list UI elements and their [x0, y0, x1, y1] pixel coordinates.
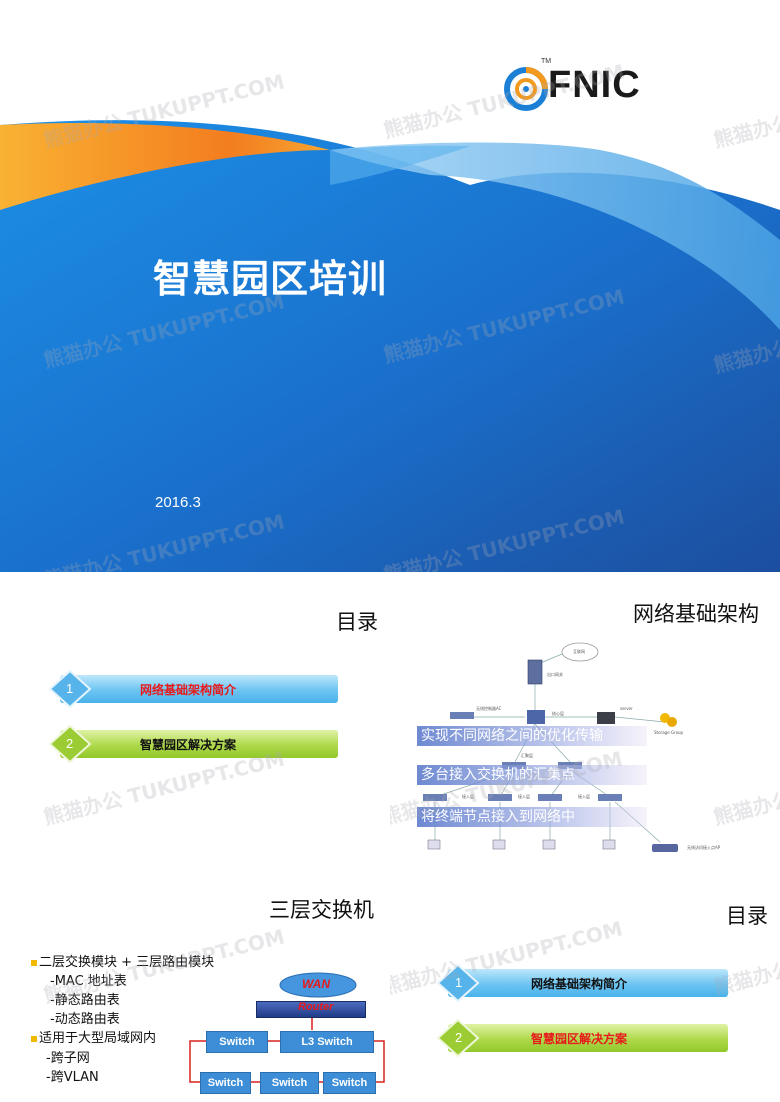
cover-date: 2016.3 — [155, 494, 201, 511]
slide-title: 目录 — [336, 610, 378, 634]
label-ap: 无线访问接入点AP — [687, 845, 721, 850]
logo-text: FNIC — [548, 64, 641, 106]
label-agg: 汇聚层 — [521, 753, 533, 758]
fnic-logo-icon — [504, 67, 548, 111]
toc-number: 2 — [66, 736, 74, 751]
label-access: 接入层 — [578, 794, 590, 799]
slide-title: 网络基础架构 — [633, 602, 759, 626]
toc-item-2[interactable] — [448, 1024, 728, 1052]
bullet-main: 适用于大型局域网内 — [31, 1027, 156, 1046]
label-storage: Storage Group — [654, 730, 684, 735]
l3-topology-lines — [189, 1016, 385, 1083]
router-icon — [256, 1001, 366, 1018]
network-architecture-slide: 网络基础架构 — [390, 572, 780, 862]
toc-number-diamond — [48, 669, 92, 709]
toc-slide-2: 目录 1 网络基础架构简介 2 智慧园区解决方案 熊猫办公 TUKUPPT.CO… — [390, 862, 780, 1102]
switch-node: Switch — [200, 1072, 251, 1094]
toc-item-2[interactable] — [60, 730, 338, 758]
label-internet: 互联网 — [573, 649, 585, 654]
slide-title: 目录 — [726, 904, 768, 928]
logo-trademark: TM — [541, 58, 552, 65]
wan-cloud-icon — [279, 972, 357, 998]
toc-item-1[interactable] — [448, 969, 728, 997]
toc-label: 网络基础架构简介 — [531, 977, 628, 991]
wan-label: WAN — [302, 977, 330, 991]
toc-label: 智慧园区解决方案 — [140, 738, 237, 752]
switch-node: Switch — [206, 1031, 268, 1053]
toc-number: 1 — [455, 975, 463, 990]
bullet-sub: -静态路由表 — [50, 993, 120, 1008]
bullet-sub: -跨子网 — [46, 1051, 90, 1066]
label-access: 接入层 — [518, 794, 530, 799]
toc-number-diamond — [436, 1018, 480, 1058]
toc-number-diamond — [436, 963, 480, 1003]
switch-node: Switch — [323, 1072, 376, 1094]
highlight-access: 将终端节点接入到网络中 — [417, 807, 647, 827]
cover-slide: TM FNIC 智慧园区培训 2016.3 熊猫办公 TUKUPPT.COM 熊… — [0, 58, 780, 572]
l3-switch-node: L3 Switch — [280, 1031, 374, 1053]
label-server: server — [620, 706, 633, 711]
bullet-sub: -MAC 地址表 — [50, 974, 127, 989]
toc-item-1[interactable] — [60, 675, 338, 703]
highlight-aggregation: 多台接入交换机的汇集点 — [417, 765, 647, 785]
slide-title: 三层交换机 — [269, 898, 374, 922]
toc-label: 智慧园区解决方案 — [531, 1032, 628, 1046]
bullet-sub: -动态路由表 — [50, 1012, 120, 1027]
cover-background — [0, 120, 780, 572]
toc-number: 2 — [455, 1030, 463, 1045]
label-access: 接入层 — [462, 794, 474, 799]
cover-title: 智慧园区培训 — [153, 257, 388, 301]
toc-number: 1 — [66, 681, 74, 696]
label-exit: 出口网关 — [547, 672, 563, 677]
bullet-main: 二层交换模块 + 三层路由模块 — [31, 951, 214, 970]
label-core: 核心层 — [552, 711, 564, 716]
bullet-sub: -跨VLAN — [46, 1070, 99, 1085]
l3-switch-slide: 三层交换机 二层交换模块 + 三层路由模块 -MAC 地址表 -静态路由表 -动… — [0, 862, 390, 1102]
toc-label: 网络基础架构简介 — [140, 683, 237, 697]
toc-slide-1: 目录 1 网络基础架构简介 2 智慧园区解决方案 熊猫办公 TUKUPPT.CO… — [0, 572, 390, 862]
switch-node: Switch — [260, 1072, 319, 1094]
router-label: Router — [298, 1001, 334, 1013]
toc-number-diamond — [48, 724, 92, 764]
label-ac: 无线控制器AC — [476, 706, 502, 711]
highlight-core: 实现不同网络之间的优化传输 — [417, 726, 647, 746]
